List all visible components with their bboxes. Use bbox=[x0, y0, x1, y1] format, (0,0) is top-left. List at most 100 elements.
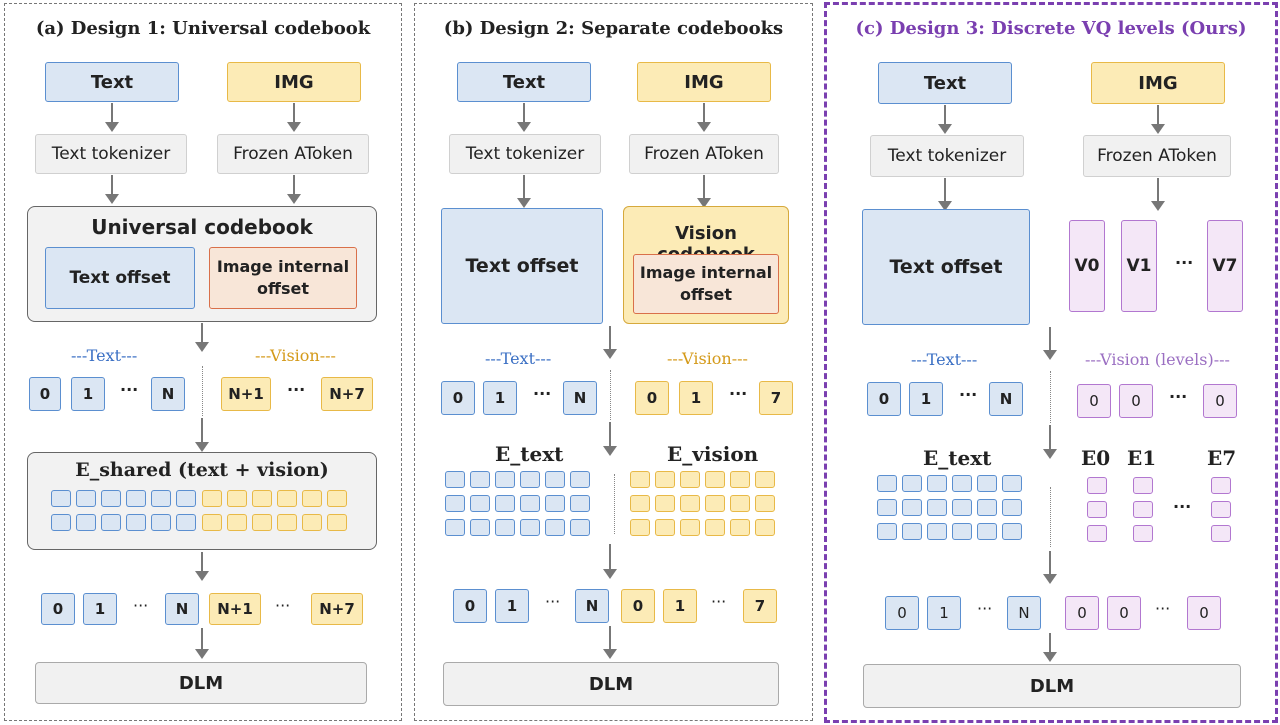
text-tokenizer-box: Text tokenizer bbox=[870, 135, 1024, 177]
e-text-title: E_text bbox=[923, 446, 992, 470]
separator bbox=[202, 366, 203, 416]
text-group-label: ---Text--- bbox=[71, 346, 138, 365]
embedding-cell bbox=[545, 495, 565, 512]
frozen-atoken-box: Frozen AToken bbox=[629, 134, 779, 174]
embedding-cell bbox=[176, 514, 196, 531]
embedding-cell bbox=[545, 519, 565, 536]
embedding-cell bbox=[655, 519, 675, 536]
e7-title: E7 bbox=[1207, 446, 1237, 470]
embedding-cell bbox=[952, 475, 972, 492]
output-token: 1 bbox=[663, 589, 697, 623]
embedding-cell bbox=[1002, 499, 1022, 516]
text-input-box: Text bbox=[457, 62, 591, 102]
output-token: 0 bbox=[1107, 596, 1141, 630]
ellipsis: ··· bbox=[977, 599, 993, 618]
embedding-cell bbox=[705, 495, 725, 512]
embedding-cell bbox=[730, 471, 750, 488]
embedding-cell bbox=[470, 495, 490, 512]
embedding-cell bbox=[51, 490, 71, 507]
arrow bbox=[195, 628, 209, 659]
image-offset-box: Image internal offset bbox=[633, 254, 779, 314]
vision-token: 1 bbox=[679, 381, 713, 415]
embedding-cell bbox=[570, 519, 590, 536]
embedding-cell bbox=[877, 523, 897, 540]
output-token: 7 bbox=[743, 589, 777, 623]
embedding-cell bbox=[902, 523, 922, 540]
text-input-box: Text bbox=[45, 62, 179, 102]
e1-title: E1 bbox=[1127, 446, 1157, 470]
separator bbox=[610, 370, 611, 420]
arrow bbox=[1151, 105, 1165, 134]
vision-group-label: ---Vision--- bbox=[667, 349, 748, 368]
embedding-cell bbox=[252, 490, 272, 507]
arrow bbox=[195, 552, 209, 581]
embedding-cell bbox=[680, 519, 700, 536]
text-group-label: ---Text--- bbox=[911, 350, 978, 369]
separator bbox=[614, 474, 615, 534]
embedding-cell bbox=[227, 490, 247, 507]
embedding-cell bbox=[1002, 523, 1022, 540]
arrow bbox=[697, 103, 711, 132]
panel-title: (b) Design 2: Separate codebooks bbox=[443, 18, 784, 39]
vision-token: N+7 bbox=[321, 377, 373, 411]
embedding-cell bbox=[655, 495, 675, 512]
embedding-cell bbox=[655, 471, 675, 488]
embedding-cell bbox=[277, 514, 297, 531]
ellipsis: ··· bbox=[120, 380, 139, 399]
level-box-v0: V0 bbox=[1069, 220, 1105, 312]
embedding-cell bbox=[680, 471, 700, 488]
ellipsis: ··· bbox=[545, 592, 561, 611]
embedding-cell bbox=[755, 519, 775, 536]
embedding-cell bbox=[952, 499, 972, 516]
embedding-cell bbox=[977, 499, 997, 516]
embedding-cell bbox=[977, 523, 997, 540]
vision-token: 0 bbox=[1203, 384, 1237, 418]
text-tokenizer-box: Text tokenizer bbox=[449, 134, 601, 174]
embedding-cell bbox=[1133, 525, 1153, 542]
e0-title: E0 bbox=[1081, 446, 1111, 470]
frozen-atoken-box: Frozen AToken bbox=[217, 134, 369, 174]
ellipsis: ··· bbox=[533, 384, 552, 403]
arrow bbox=[517, 175, 531, 208]
panel-title: (c) Design 3: Discrete VQ levels (Ours) bbox=[855, 18, 1247, 39]
arrow bbox=[517, 103, 531, 132]
embedding-cell bbox=[520, 519, 540, 536]
output-token: N+1 bbox=[209, 593, 261, 625]
text-token: 1 bbox=[483, 381, 517, 415]
embedding-cell bbox=[705, 471, 725, 488]
arrow bbox=[603, 326, 617, 359]
image-offset-line1: Image internal bbox=[216, 257, 350, 276]
output-token: 0 bbox=[1187, 596, 1221, 630]
text-offset-box: Text offset bbox=[441, 208, 603, 324]
embedding-cell bbox=[101, 490, 121, 507]
embedding-cell bbox=[570, 471, 590, 488]
embedding-cell bbox=[877, 499, 897, 516]
arrow bbox=[938, 105, 952, 134]
embedding-cell bbox=[730, 519, 750, 536]
level-box-v1: V1 bbox=[1121, 220, 1157, 312]
text-group-label: ---Text--- bbox=[485, 349, 552, 368]
arrow bbox=[195, 323, 209, 352]
embedding-cell bbox=[1133, 477, 1153, 494]
arrow bbox=[603, 422, 617, 456]
embedding-cell bbox=[151, 514, 171, 531]
text-offset-box: Text offset bbox=[862, 209, 1030, 325]
embedding-cell bbox=[902, 475, 922, 492]
text-input-box: Text bbox=[878, 62, 1012, 104]
vision-group-label: ---Vision (levels)--- bbox=[1085, 350, 1230, 369]
embedding-cell bbox=[927, 475, 947, 492]
text-token: 1 bbox=[909, 382, 943, 416]
image-offset-line2: offset bbox=[257, 279, 309, 298]
ellipsis: ··· bbox=[959, 385, 978, 404]
embedding-cell bbox=[730, 495, 750, 512]
dlm-box: DLM bbox=[863, 664, 1241, 708]
output-token: 1 bbox=[927, 596, 961, 630]
ellipsis: ··· bbox=[275, 596, 291, 615]
arrow bbox=[603, 626, 617, 659]
embedding-cell bbox=[51, 514, 71, 531]
text-tokenizer-box: Text tokenizer bbox=[35, 134, 187, 174]
output-token: 0 bbox=[453, 589, 487, 623]
embedding-cell bbox=[445, 471, 465, 488]
image-offset-box: Image internal offset bbox=[209, 247, 357, 309]
embedding-cell bbox=[327, 490, 347, 507]
